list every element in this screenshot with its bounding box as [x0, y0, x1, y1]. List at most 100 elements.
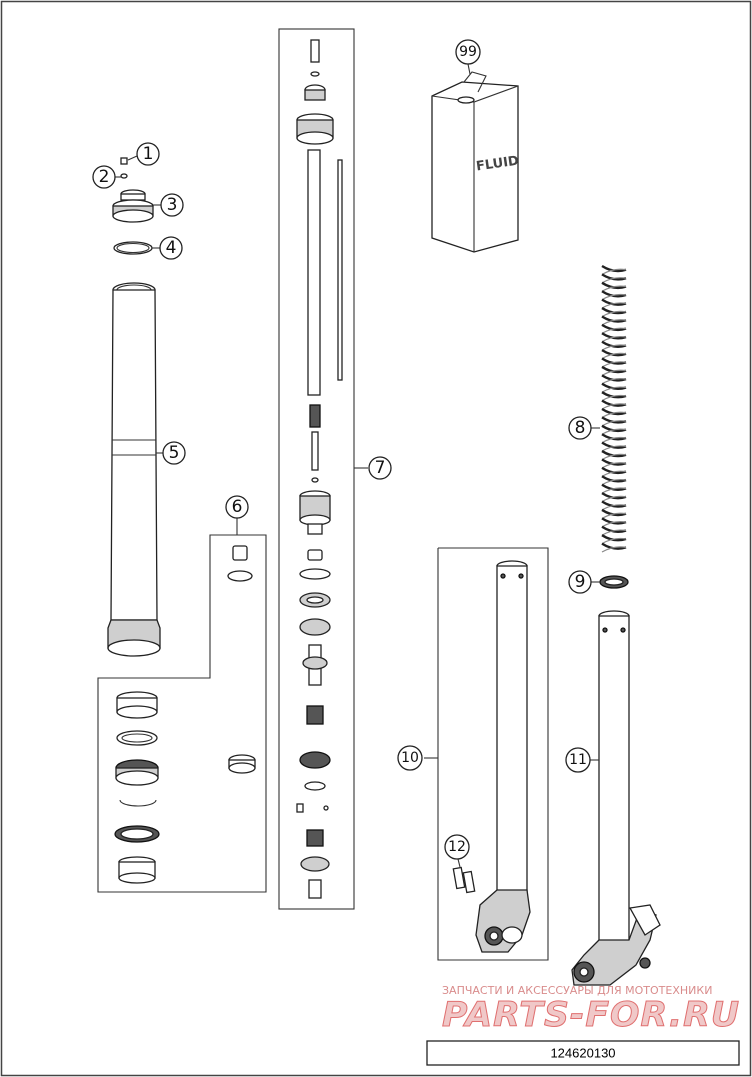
spring-coil	[601, 391, 627, 399]
callout-6: 6	[232, 497, 243, 517]
part-1-screw	[120, 157, 128, 165]
spring-coil	[601, 349, 627, 357]
spring-coil	[601, 424, 627, 433]
spring-coil-back	[601, 369, 627, 376]
spring-coil-back	[601, 512, 627, 519]
spring-coil	[601, 382, 627, 390]
spring-coil	[601, 433, 627, 441]
watermark-tagline: ЗАПЧАСТИ И АКСЕССУАРЫ ДЛЯ МОТОТЕХНИКИ	[442, 984, 712, 997]
spring-coil	[601, 332, 627, 340]
spring-coil-back	[601, 428, 627, 435]
watermark-brand: PARTS-FOR.RU	[442, 995, 740, 1035]
callout-7: 7	[375, 458, 386, 478]
spring-coil	[601, 340, 627, 348]
spring-coil-back	[601, 361, 627, 368]
callout-circle	[92, 165, 116, 189]
part-10-inner-tube-left	[475, 560, 531, 953]
spring-coil-back	[601, 546, 627, 553]
spring-coil	[601, 365, 627, 374]
fluid-label: FLUID	[475, 154, 520, 175]
spring-coil-back	[601, 529, 627, 536]
spring-coil-back	[601, 344, 627, 351]
spring-coil	[601, 315, 627, 323]
callout-99: 99	[459, 44, 477, 60]
spring-coil	[601, 374, 627, 382]
callout-circle	[160, 193, 184, 217]
callout-circle	[136, 142, 160, 166]
callout-circle	[444, 834, 470, 860]
spring-coil	[601, 290, 627, 298]
spring-coil	[601, 492, 627, 500]
spring-coil	[601, 357, 627, 365]
spring-coil-back	[601, 285, 627, 292]
spring-coil-back	[601, 335, 627, 343]
callout-3: 3	[167, 195, 178, 215]
spring-coil-back	[601, 386, 627, 393]
spring-coil	[601, 323, 627, 332]
callout-10: 10	[401, 750, 419, 766]
part-5-outer-tube	[107, 282, 161, 657]
part-2-washer	[120, 173, 128, 179]
spring-coil	[601, 458, 627, 466]
spring-coil-back	[601, 521, 627, 528]
spring-coil	[601, 542, 627, 550]
spring-coil-back	[601, 504, 627, 511]
spring-coil-back	[601, 403, 627, 410]
spring-coil-back	[601, 293, 627, 301]
part-7-cartridge-assembly	[296, 39, 343, 899]
callout-circle	[162, 441, 186, 465]
callout-1: 1	[143, 144, 154, 164]
callout-11: 11	[569, 752, 587, 768]
spring-coil	[601, 441, 627, 449]
spring-coil	[601, 399, 627, 407]
part-6-kit-bushings-seals	[114, 545, 256, 884]
callout-8: 8	[575, 418, 586, 438]
spring-coil	[601, 307, 627, 315]
part-4-o-ring	[113, 241, 153, 255]
callout-4: 4	[166, 238, 177, 258]
callout-circle	[159, 236, 183, 260]
spring-coil-back	[601, 268, 627, 275]
spring-coil-back	[601, 487, 627, 494]
spring-coil-back	[601, 411, 627, 418]
spring-coil-back	[601, 470, 627, 477]
spring-coil-back	[601, 420, 627, 427]
spring-coil-back	[601, 453, 627, 460]
callout-5: 5	[169, 443, 180, 463]
spring-coil	[601, 298, 627, 306]
spring-coil	[601, 500, 627, 508]
spring-coil-back	[601, 352, 627, 360]
spring-coil	[601, 534, 627, 542]
spring-coil	[601, 416, 627, 424]
callout-circle	[568, 570, 592, 594]
spring-coil	[601, 264, 627, 273]
spring-coil-back	[601, 378, 627, 385]
spring-coil-back	[601, 462, 627, 469]
callout-circle	[397, 745, 423, 771]
spring-coil	[601, 525, 627, 533]
spring-coil-back	[601, 310, 627, 317]
spring-coil-back	[601, 319, 627, 326]
spring-coil-back	[601, 394, 627, 402]
callout-circle	[568, 416, 592, 440]
spring-coil	[601, 475, 627, 483]
part-code-box	[426, 1040, 740, 1066]
callout-9: 9	[575, 572, 586, 592]
spring-coil	[601, 273, 627, 281]
spring-coil	[601, 407, 627, 416]
spring-coil-back	[601, 302, 627, 309]
part-99-fork-fluid: FLUID	[431, 71, 520, 253]
callout-layer: 1 2 3 4 5 6 7 8 9 10 11	[92, 39, 600, 868]
spring-coil	[601, 508, 627, 517]
spring-coil	[601, 450, 627, 458]
part-12-screws	[452, 866, 476, 894]
callout-2: 2	[99, 167, 110, 187]
callout-circle	[565, 747, 591, 773]
callout-12: 12	[448, 839, 466, 855]
group-7-frame	[278, 28, 355, 910]
spring-coil-back	[601, 327, 627, 334]
part-8-spring	[601, 264, 627, 553]
spring-coil	[601, 466, 627, 475]
